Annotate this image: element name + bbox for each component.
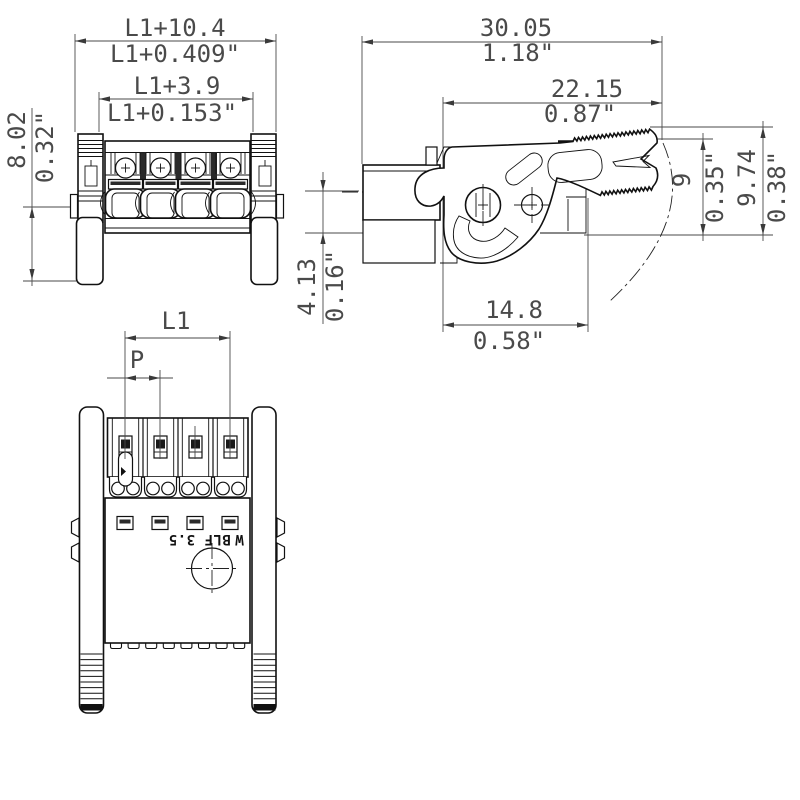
dim-bottom-pin-span: L1 bbox=[161, 307, 191, 335]
dim-front-body-width-metric: L1+3.9 bbox=[133, 72, 221, 100]
dim-front-body-width-inch: L1+0.153" bbox=[106, 99, 238, 127]
dim-side-offset-metric: 4.13 bbox=[293, 258, 321, 316]
dim-side-total-length-inch: 1.18" bbox=[481, 39, 555, 67]
dim-side-lever-length-inch: 0.87" bbox=[543, 100, 617, 128]
body-slots bbox=[116, 515, 239, 531]
dim-front-flange-height-inch: 0.32" bbox=[31, 110, 59, 184]
dim-front-total-width-metric: L1+10.4 bbox=[124, 14, 226, 42]
flange-hatching bbox=[78, 140, 276, 202]
front-right-foot bbox=[250, 216, 279, 286]
dim-side-height-b-metric: 9.74 bbox=[733, 149, 761, 207]
dim-side-total-length-metric: 30.05 bbox=[479, 14, 553, 42]
front-left-latch bbox=[69, 193, 79, 219]
dim-side-lever-width-inch: 0.58" bbox=[472, 327, 546, 355]
side-latch-bumps bbox=[70, 517, 286, 563]
flange-knurling bbox=[80, 653, 276, 700]
bottom-notches bbox=[109, 643, 246, 650]
bottom-view bbox=[70, 331, 286, 714]
lever-cutout-a bbox=[505, 152, 543, 186]
dim-side-lever-length-metric: 22.15 bbox=[550, 75, 624, 103]
dim-bottom-pitch: P bbox=[129, 346, 145, 374]
lever-slot bbox=[612, 154, 652, 169]
bottom-left-flange bbox=[78, 406, 105, 714]
front-view bbox=[69, 133, 285, 286]
dimension-arrows bbox=[29, 38, 766, 381]
weidmueller-logo-icon: W bbox=[234, 531, 244, 547]
dim-side-height-a-metric: 9 bbox=[668, 172, 696, 188]
front-right-latch bbox=[275, 193, 285, 219]
dim-front-total-width-inch: L1+0.409" bbox=[109, 40, 241, 68]
side-plug-lower bbox=[362, 219, 436, 264]
product-marking: WBLF 3.5 bbox=[168, 531, 244, 547]
side-latch-tab bbox=[425, 146, 438, 166]
dim-front-flange-height-metric: 8.02 bbox=[3, 111, 31, 169]
dim-side-lever-width-metric: 14.8 bbox=[485, 296, 543, 324]
polarization-peg bbox=[117, 451, 134, 487]
product-marking-text: BLF 3.5 bbox=[168, 531, 231, 547]
dim-side-height-b-inch: 0.38" bbox=[763, 150, 791, 224]
dimension-lines bbox=[23, 34, 773, 379]
lever-cutout-kidney bbox=[452, 215, 519, 259]
side-view bbox=[342, 127, 674, 302]
dim-side-offset-inch: 0.16" bbox=[321, 249, 349, 323]
front-left-flange bbox=[77, 133, 104, 223]
lever-cutout-b bbox=[547, 149, 603, 183]
dim-side-height-a-inch: 0.35" bbox=[701, 150, 729, 224]
front-left-foot bbox=[75, 216, 104, 286]
bottom-right-flange bbox=[251, 406, 277, 714]
